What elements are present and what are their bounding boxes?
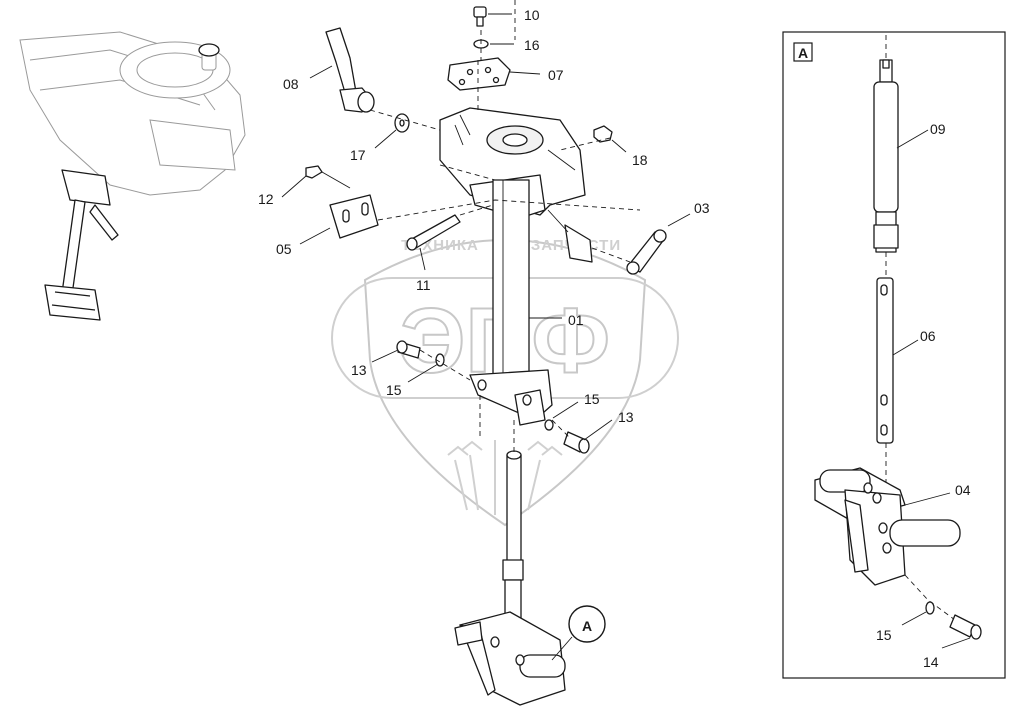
detail-marker-a: A	[568, 605, 606, 643]
watermark-wheat-icon	[447, 440, 563, 515]
callout-11: 11	[416, 277, 431, 293]
lower-bracket	[454, 611, 566, 706]
callout-15-detail: 15	[876, 627, 892, 643]
callout-13-left: 13	[351, 362, 367, 378]
bracket-04	[814, 467, 961, 586]
callout-07: 07	[548, 67, 564, 83]
column-01	[469, 179, 553, 426]
bolt-10	[473, 6, 487, 27]
callout-18: 18	[632, 152, 648, 168]
bolt-13-right	[563, 431, 590, 454]
callout-13-right: 13	[618, 409, 634, 425]
screw-12	[305, 165, 323, 179]
link-03	[626, 229, 667, 275]
callout-14: 14	[923, 654, 939, 670]
callout-12: 12	[258, 191, 274, 207]
callout-04: 04	[955, 482, 971, 498]
main-assembly	[305, 0, 667, 706]
callout-15-right: 15	[584, 391, 600, 407]
callout-03: 03	[694, 200, 710, 216]
detail-marker-text: A	[582, 618, 592, 634]
bolt-13-left	[396, 340, 421, 359]
lever-08	[325, 27, 375, 113]
detail-box-label: A	[798, 45, 808, 61]
bolt-14	[949, 614, 982, 640]
steering-bracket	[439, 107, 593, 263]
rod-06	[876, 277, 894, 444]
nut-18	[593, 125, 613, 143]
callout-15-left: 15	[386, 382, 402, 398]
callout-06: 06	[920, 328, 936, 344]
callout-01: 01	[568, 312, 584, 328]
leader-lines	[281, 13, 971, 661]
washer-15-detail	[925, 601, 935, 615]
shaft-09	[873, 59, 899, 253]
detail-box-a: A	[782, 31, 1006, 679]
callout-16: 16	[524, 37, 540, 53]
plate-07	[447, 57, 511, 91]
bracket-05	[329, 194, 379, 239]
callout-17: 17	[350, 147, 366, 163]
callout-08: 08	[283, 76, 299, 92]
callout-10: 10	[524, 7, 540, 23]
callout-09: 09	[930, 121, 946, 137]
callout-05: 05	[276, 241, 292, 257]
tractor-thumbnail	[19, 31, 246, 321]
callout-labels: 10 16 07 08 17 18 12 05 03 11 01 13 15 1…	[258, 7, 971, 670]
washer-15-right	[544, 419, 554, 431]
